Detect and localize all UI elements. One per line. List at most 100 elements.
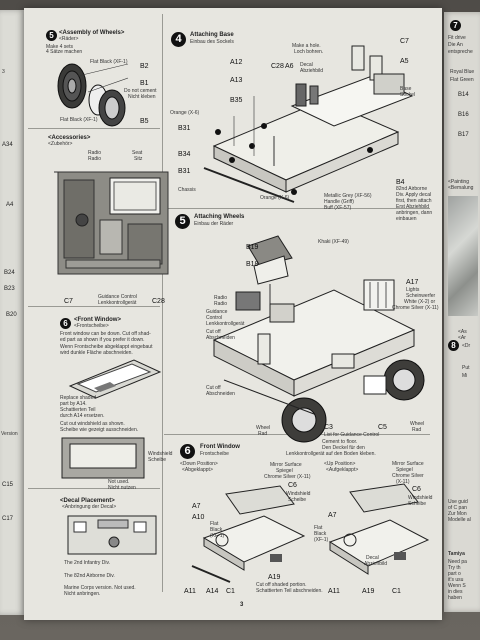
step-number-badge: 5 bbox=[175, 214, 190, 229]
step-text: part by A14. bbox=[60, 401, 87, 407]
step-text: wird dunkle Fläche abschneiden. bbox=[60, 350, 133, 356]
section-divider bbox=[164, 208, 430, 209]
step-title: <Assembly of Wheels> bbox=[59, 30, 125, 36]
part-label: C7 bbox=[400, 38, 409, 45]
part-label: Khaki (XF-49) bbox=[318, 239, 349, 245]
part-label: Buff (XF-57) bbox=[324, 205, 352, 211]
decal-option: Nicht anbringen. bbox=[64, 591, 101, 597]
part-label: C1 bbox=[226, 588, 235, 595]
part-label: Guidance Control bbox=[98, 294, 137, 300]
part-label: C6 bbox=[288, 482, 297, 489]
section-divider bbox=[28, 488, 160, 489]
part-label: Do not cement bbox=[124, 88, 157, 94]
part-label: B35 bbox=[230, 97, 243, 104]
step-title-translation: Einbau der Räder bbox=[194, 221, 234, 227]
part-label: List for Guidance Control bbox=[324, 432, 380, 438]
window-up-diagram bbox=[328, 483, 430, 575]
part-label: Sockel bbox=[400, 92, 416, 98]
part-label: Chrome Silver (X-11) bbox=[392, 305, 439, 311]
cut-note: Cut off shaded portion. bbox=[256, 582, 307, 588]
right-edge-text: Zur Mon bbox=[448, 511, 467, 517]
part-label: Decal bbox=[300, 62, 313, 68]
step-note: Make 4 sets bbox=[46, 44, 73, 50]
part-label: Abschneiden bbox=[206, 335, 235, 341]
part-label: Abziehbild bbox=[364, 561, 388, 567]
part-label: B18 bbox=[246, 261, 259, 268]
left-page-edge: 3 A34 A4 B24 B23 B20 Version C15 C17 bbox=[0, 10, 26, 615]
step-number-badge: 6 bbox=[180, 444, 195, 459]
decal-title-translation: <Anbringung der Decal> bbox=[62, 504, 117, 510]
part-label: Base bbox=[400, 86, 412, 92]
part-label: Make a hole. bbox=[292, 43, 321, 49]
left-edge-label: A4 bbox=[6, 202, 14, 208]
part-label: B31 bbox=[178, 168, 191, 175]
part-label: A17 bbox=[406, 279, 419, 286]
right-edge-text: in dies bbox=[448, 589, 463, 595]
right-edge-text: haben bbox=[448, 595, 462, 601]
right-edge-text: <Painting bbox=[448, 179, 469, 185]
part-label: Decal bbox=[366, 555, 379, 561]
windshield-cut-diagram bbox=[61, 437, 145, 479]
right-edge-text: Die An bbox=[448, 42, 463, 48]
decal-title: <Decal Placement> bbox=[60, 498, 115, 504]
step-text: Wenn Frontscheibe abgeklappt eingebaut bbox=[60, 344, 153, 350]
part-label: Lights bbox=[406, 287, 420, 293]
window-down-diagram bbox=[191, 485, 306, 583]
right-edge-text: <Bemalung bbox=[448, 185, 474, 191]
part-label: Abziehbild bbox=[300, 68, 324, 74]
part-label: Chassis bbox=[178, 187, 196, 193]
part-label: first, then attach bbox=[396, 198, 432, 204]
left-edge-label: Version bbox=[1, 431, 18, 437]
part-label: C1 bbox=[392, 588, 401, 595]
instruction-page: 5 <Assembly of Wheels> <Räder> Make 4 se… bbox=[24, 8, 442, 620]
cut-note: Schattierten Teil abschneiden. bbox=[256, 588, 323, 594]
part-label: Black bbox=[314, 531, 327, 537]
step-title-translation: Einbau des Sockels bbox=[190, 39, 234, 45]
step-title: <Front Window> bbox=[74, 317, 121, 323]
part-label: Scheibe bbox=[148, 457, 167, 463]
part-label: Cut off bbox=[206, 385, 221, 391]
left-edge-label: B23 bbox=[4, 286, 15, 292]
section-divider bbox=[28, 128, 160, 129]
step-text: Replace shaded bbox=[60, 395, 97, 401]
part-label: Black bbox=[210, 527, 223, 533]
attaching-base-diagram bbox=[203, 45, 414, 203]
part-label: Metallic Grey (XF-56) bbox=[324, 193, 372, 199]
part-label: Nicht kleben bbox=[128, 94, 156, 100]
part-label: Erst Abziehbild bbox=[396, 204, 430, 210]
step-title-translation: Frontscheibe bbox=[200, 451, 229, 457]
part-label: A14 bbox=[206, 588, 219, 595]
left-edge-label: 3 bbox=[2, 69, 5, 75]
part-label: A7 bbox=[192, 503, 201, 510]
step-title-translation: <Frontscheibe> bbox=[74, 323, 109, 329]
part-label: Scheibe bbox=[408, 501, 427, 507]
part-label: A6 bbox=[285, 63, 294, 70]
right-edge-text: Try th bbox=[448, 565, 461, 571]
part-label: C6 bbox=[412, 486, 421, 493]
right-edge-text: Modelle al bbox=[448, 517, 471, 523]
part-label: Guidance bbox=[206, 309, 228, 315]
right-edge-text: Tamiya bbox=[448, 551, 465, 557]
right-edge-text: <Dr bbox=[462, 343, 471, 349]
part-label: B31 bbox=[178, 125, 191, 132]
part-label: 82nd Airborne bbox=[396, 186, 428, 192]
right-edge-text: Wenn S bbox=[448, 583, 466, 589]
part-label: A12 bbox=[230, 59, 243, 66]
part-label: Flat Black (XF-1) bbox=[90, 59, 128, 65]
step-number-badge: 7 bbox=[450, 20, 461, 31]
right-edge-text: <As bbox=[458, 329, 467, 335]
part-label: B5 bbox=[140, 118, 149, 125]
right-edge-text: Mi bbox=[462, 373, 468, 379]
step-number-badge: 8 bbox=[448, 340, 459, 351]
part-label: Radio bbox=[214, 301, 228, 307]
part-label: Windshield bbox=[286, 491, 311, 497]
right-edge-text: B14 bbox=[458, 92, 469, 98]
right-edge-text: <Ar bbox=[458, 335, 466, 341]
part-label: (X-11) bbox=[396, 479, 410, 485]
part-label: Loch bohren. bbox=[294, 49, 324, 55]
step-title: Attaching Wheels bbox=[194, 214, 245, 220]
part-label: B1 bbox=[140, 80, 149, 87]
section-divider bbox=[28, 306, 160, 307]
camouflage-painting-swatch bbox=[448, 196, 478, 316]
